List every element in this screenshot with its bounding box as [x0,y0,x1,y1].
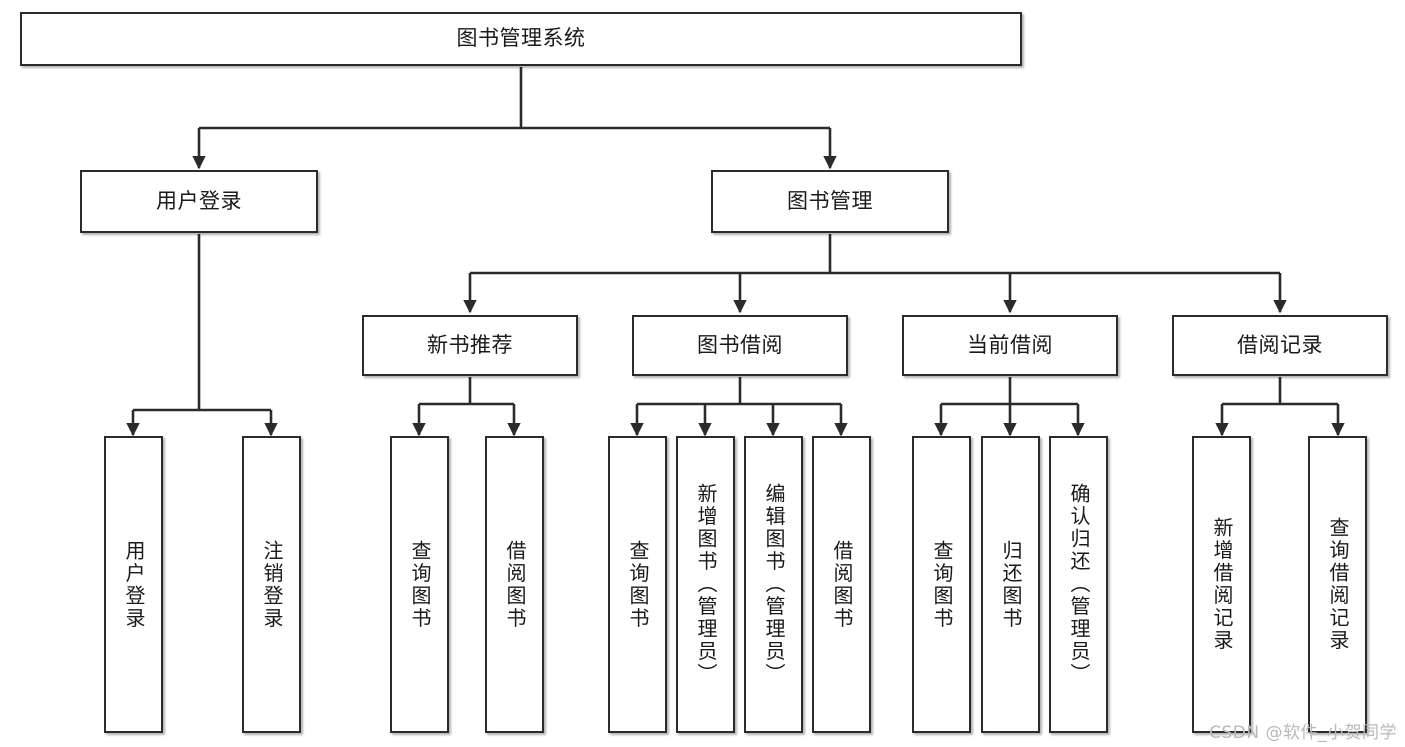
node-label: 查询图书 [930,539,954,630]
node-book-management[interactable]: 图书管理 [711,170,949,233]
node-label: 确认归还（管理员） [1067,483,1091,686]
node-new-book-recommendation[interactable]: 新书推荐 [362,315,578,376]
leaf-query-book-new[interactable]: 查询图书 [390,436,449,733]
node-label: 查询图书 [626,539,650,630]
leaf-borrow-book[interactable]: 借阅图书 [812,436,871,733]
leaf-borrow-book-new[interactable]: 借阅图书 [485,436,544,733]
node-label: 用户登录 [122,539,146,630]
node-label: 新增借阅记录 [1210,517,1234,652]
node-label: 图书管理 [787,188,873,213]
node-label: 归还图书 [999,539,1023,630]
node-label: 借阅图书 [503,539,527,630]
leaf-edit-book-admin[interactable]: 编辑图书（管理员） [744,436,803,733]
node-label: 借阅图书 [830,539,854,630]
leaf-add-book-admin[interactable]: 新增图书（管理员） [676,436,735,733]
node-label: 图书管理系统 [456,26,586,51]
node-label: 当前借阅 [967,332,1053,357]
node-label: 编辑图书（管理员） [762,483,786,686]
node-user-login[interactable]: 用户登录 [80,170,318,233]
leaf-logout[interactable]: 注销登录 [242,436,301,733]
leaf-query-borrow-record[interactable]: 查询借阅记录 [1308,436,1367,733]
node-root-book-management-system[interactable]: 图书管理系统 [20,12,1022,66]
node-label: 查询图书 [408,539,432,630]
csdn-watermark: CSDN @软件_小贺同学 [1209,723,1397,743]
leaf-add-borrow-record[interactable]: 新增借阅记录 [1192,436,1251,733]
node-label: 新增图书（管理员） [694,483,718,686]
leaf-return-book[interactable]: 归还图书 [981,436,1040,733]
node-label: 注销登录 [260,539,284,630]
node-label: 借阅记录 [1237,332,1323,357]
node-borrow-record[interactable]: 借阅记录 [1172,315,1388,376]
leaf-confirm-return-admin[interactable]: 确认归还（管理员） [1049,436,1108,733]
node-current-borrow[interactable]: 当前借阅 [902,315,1118,376]
node-label: 图书借阅 [697,332,783,357]
node-label: 用户登录 [156,188,242,213]
leaf-user-login[interactable]: 用户登录 [104,436,163,733]
node-book-borrow[interactable]: 图书借阅 [632,315,848,376]
node-label: 查询借阅记录 [1326,517,1350,652]
node-label: 新书推荐 [427,332,513,357]
leaf-query-book-borrow[interactable]: 查询图书 [608,436,667,733]
leaf-query-book-current[interactable]: 查询图书 [912,436,971,733]
